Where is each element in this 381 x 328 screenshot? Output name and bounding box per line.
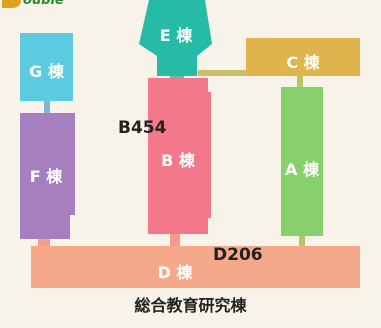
connector-a-d [299,236,305,246]
connector-e-c [198,70,250,76]
double-logo: ouble [0,0,76,10]
building-a[interactable] [281,87,323,236]
building-g[interactable] [20,33,73,101]
building-f[interactable] [20,113,76,239]
building-e[interactable] [139,0,213,76]
room-d206-label: D206 [213,245,263,265]
building-b-label: B 棟 [161,151,195,170]
building-g-label: G 棟 [29,62,64,81]
connector-e-b [170,72,184,80]
connector-c-a [297,76,303,88]
building-a-label: A 棟 [285,160,319,179]
building-f-label: F 棟 [29,167,63,186]
building-complex-caption: 総合教育研究棟 [134,296,247,315]
logo-d-icon [2,0,21,8]
building-d-label: D 棟 [157,263,193,282]
logo-text: ouble [23,0,64,8]
connector-b-d [170,234,180,246]
building-c-label: C 棟 [286,53,320,72]
building-e-label: E 棟 [159,26,193,45]
building-c[interactable] [246,38,360,76]
building-d[interactable] [31,246,360,288]
connector-f-d [38,238,50,248]
room-b454-label: B454 [118,118,167,138]
building-b[interactable] [148,78,212,234]
connector-g-f [44,101,50,113]
